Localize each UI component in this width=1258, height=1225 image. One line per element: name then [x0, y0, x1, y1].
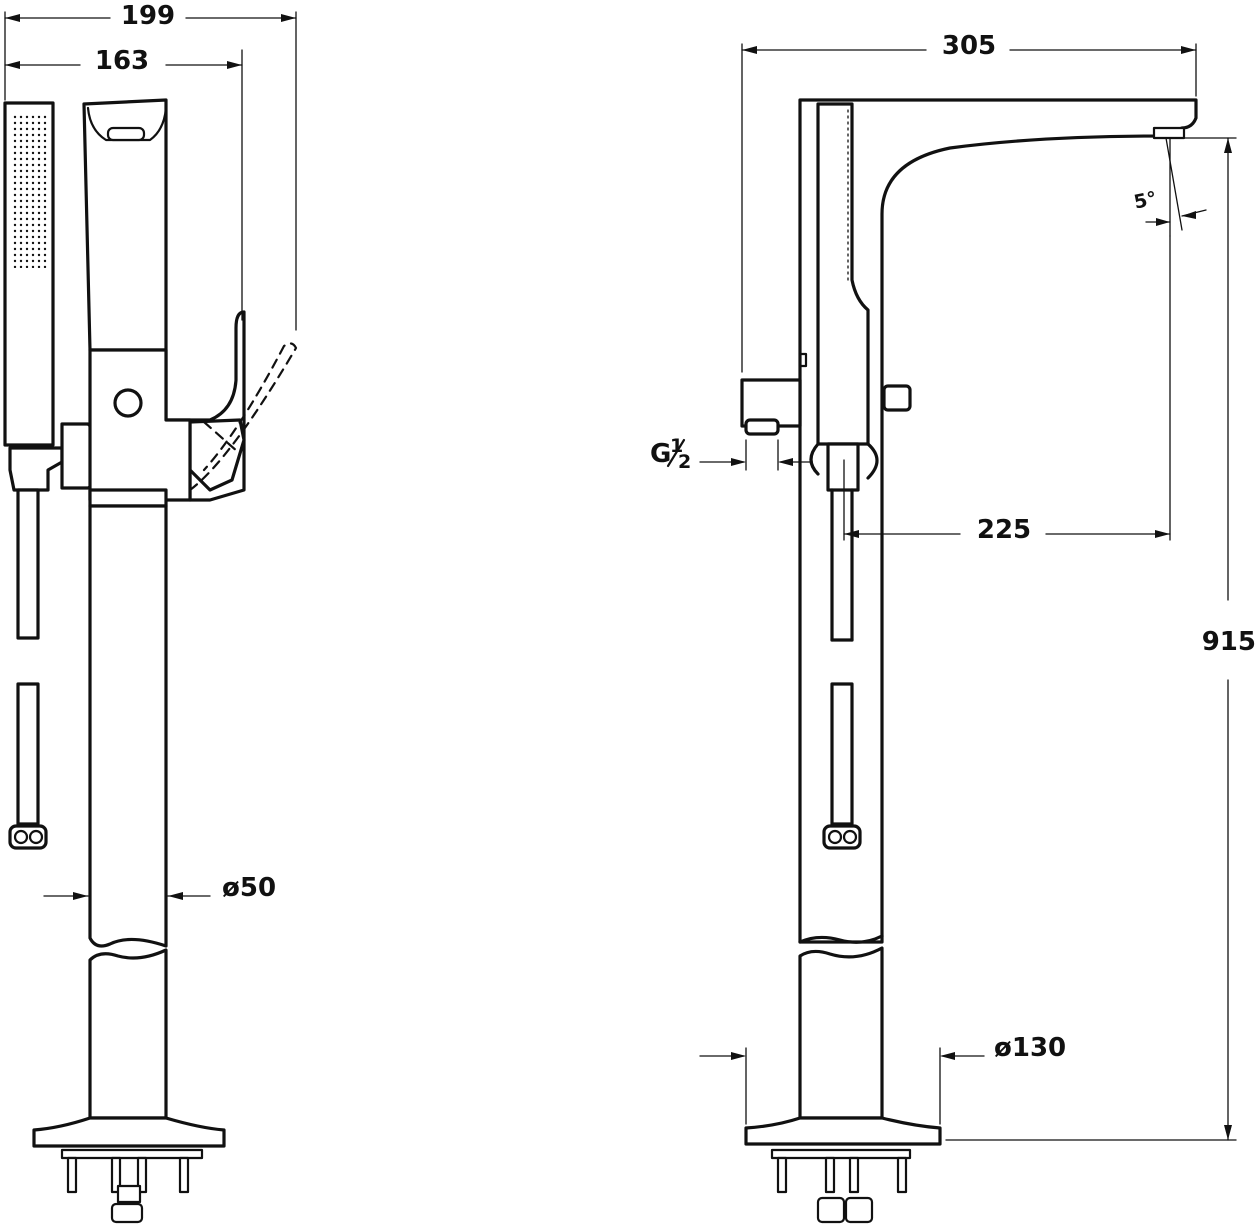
dim-base-diameter: ø130 — [699, 1033, 1066, 1125]
dim-label-5deg: 5° — [1132, 187, 1159, 213]
dim-spout-reach: 225 — [843, 235, 1171, 545]
dim-column-diameter: ø50 — [43, 873, 276, 903]
side-view: 199 163 ø50 — [3, 1, 298, 1224]
dim-label-915: 915 — [1202, 627, 1256, 657]
dim-label-g-den: 2 — [678, 451, 691, 473]
dim-label-g-main: G — [650, 439, 671, 469]
dim-label-g-num: 1 — [670, 435, 683, 457]
front-hand-shower — [816, 102, 870, 446]
side-base — [32, 1116, 226, 1148]
side-column — [88, 504, 168, 1120]
dim-side-body-width: 163 — [4, 46, 243, 321]
side-mounting-bolts — [60, 1148, 204, 1224]
front-column-lower — [798, 946, 884, 1120]
dim-label-d130: ø130 — [994, 1033, 1066, 1063]
side-valve-block — [88, 348, 192, 508]
dim-label-d50: ø50 — [222, 873, 276, 903]
front-base — [744, 1116, 942, 1146]
dim-label-225: 225 — [977, 515, 1031, 545]
side-upper-body — [82, 98, 246, 502]
dim-spout-angle: 5° — [1132, 137, 1207, 237]
dim-front-spout-width: 305 — [741, 31, 1197, 373]
side-lever-rotated — [188, 342, 298, 492]
front-view: 305 5° G 1 2 — [650, 31, 1256, 1224]
dim-side-total-width: 199 — [4, 1, 297, 331]
dim-label-305: 305 — [942, 31, 996, 61]
dim-label-199: 199 — [121, 1, 175, 31]
dim-inlet-thread: G 1 2 — [650, 435, 813, 473]
dim-total-height: 915 — [945, 137, 1256, 1141]
front-mounting-bolts — [770, 1148, 912, 1224]
side-hand-shower — [3, 101, 64, 850]
front-valve — [809, 442, 879, 850]
front-shower-outlet — [740, 352, 912, 436]
dim-label-163: 163 — [95, 46, 149, 76]
